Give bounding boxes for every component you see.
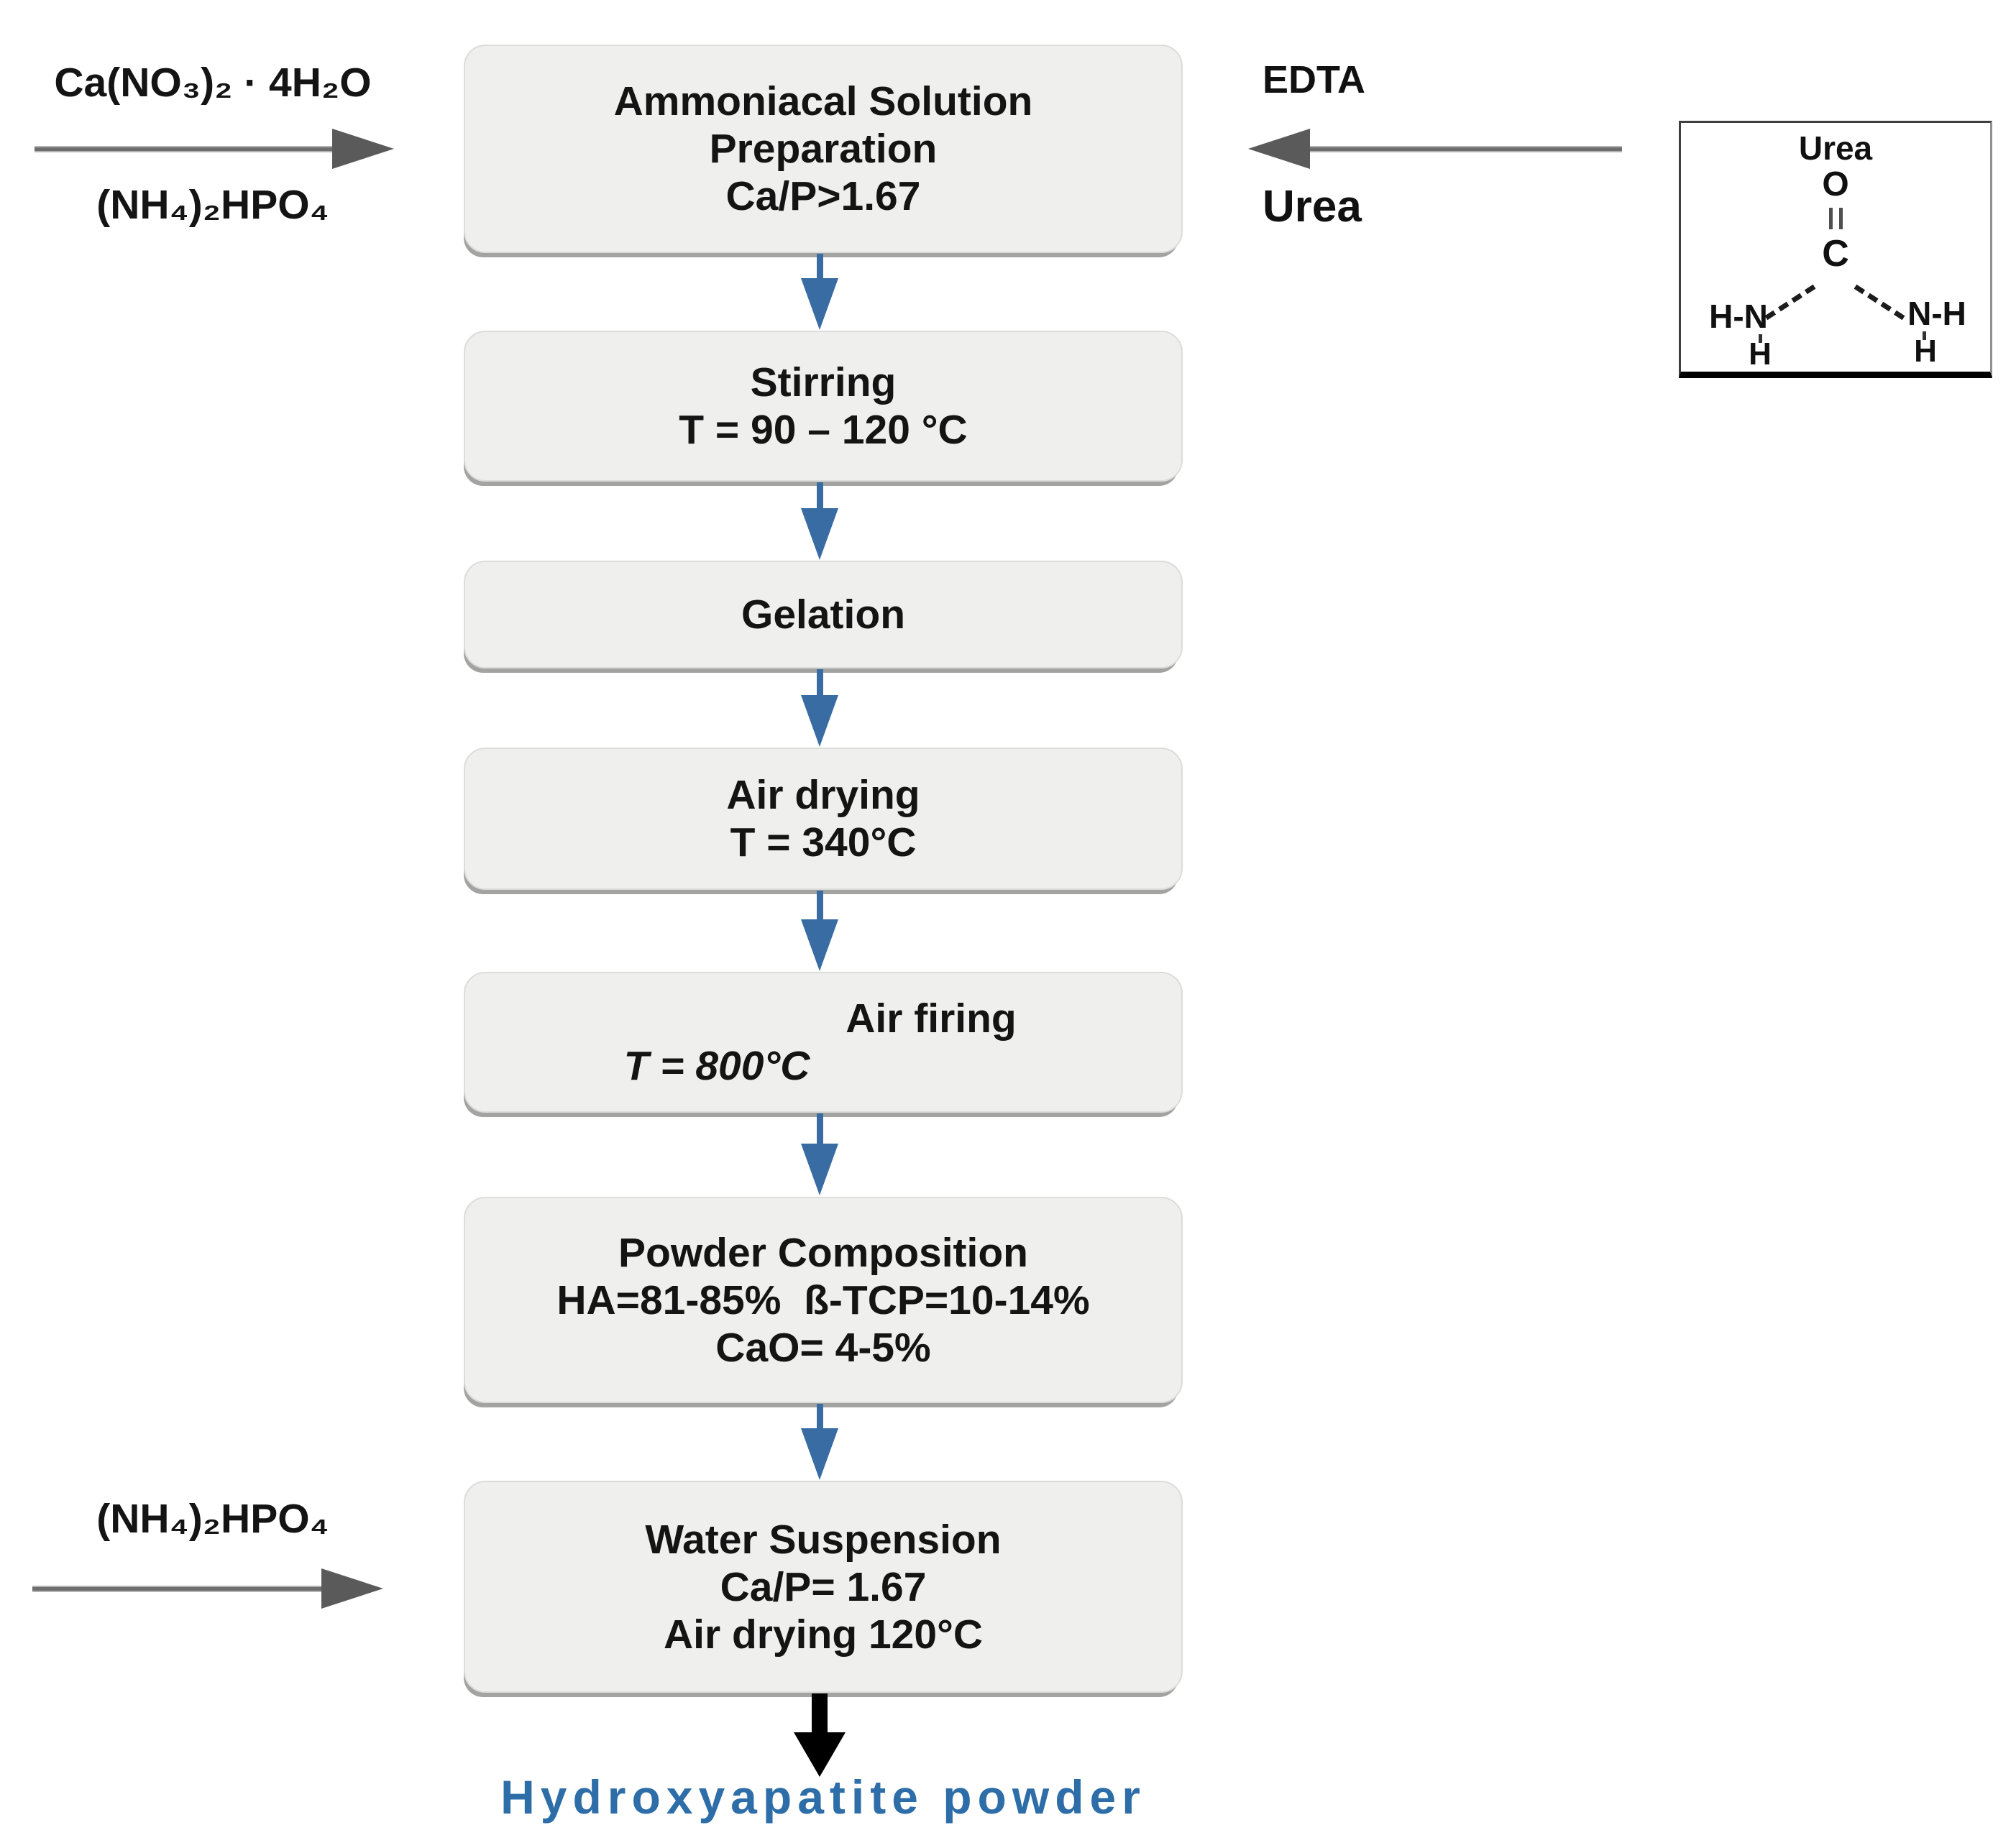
oxygen-atom: O [1822,165,1849,203]
step-text: Air drying 120°C [663,1611,984,1658]
step-text: Preparation [709,126,938,172]
reagent-label-urea: Urea [1263,182,1362,231]
carbon-atom: C [1822,233,1849,275]
arrow-shaft [812,1693,828,1732]
step-text: Ammoniacal Solution [613,78,1033,124]
step-text: T = 800°C [623,1043,810,1089]
step-text: T = 90 – 120 °C [679,407,968,453]
arrow-shaft [816,482,823,508]
step-text: T = 340°C [730,819,917,865]
step-text: Air drying [726,772,920,818]
reagent-label-ammonium-phosphate-bottom: (NH₄)₂HPO₄ [96,1496,329,1542]
step-box-water-suspension: Water Suspension Ca/P= 1.67 Air drying 1… [464,1481,1183,1693]
urea-structure-box: Urea O C H-N N-H H H [1679,121,1992,378]
step-box-gelation: Gelation [464,561,1183,668]
step-text: Stirring [750,359,897,405]
arrow-head-left-icon [1248,129,1310,169]
arrow-shaft [816,1113,823,1144]
hydrogen-right: H [1914,334,1937,369]
hydrogen-left: H [1749,336,1772,372]
step-text: Powder Composition [618,1229,1028,1276]
arrow-head-down-icon [801,1428,838,1480]
arrow-head-down-icon [801,919,838,971]
reagent-arrow-top-left [35,129,394,169]
amine-group-right: N-H [1907,295,1966,332]
arrow-shaft [1310,145,1622,152]
step-text: Ca/P>1.67 [725,173,921,219]
arrow-shaft [816,1404,823,1428]
arrow-head-down-icon [801,695,838,747]
arrow-shaft [816,891,823,919]
reagent-label-calcium-nitrate: Ca(NO₃)₂ · 4H₂O [54,60,372,106]
arrow-head-right-icon [332,129,394,169]
step-text: Water Suspension [645,1516,1002,1563]
step-text: Air firing [846,996,1017,1042]
reagent-arrow-bottom-left [32,1568,383,1609]
flow-arrow-2 [801,482,838,560]
n-h-bond-right [1923,331,1926,340]
amine-group-left: H-N [1709,298,1768,335]
step-box-stirring: Stirring T = 90 – 120 °C [464,331,1183,482]
reagent-label-edta: EDTA [1263,58,1365,101]
final-product-label: Hydroxyapatite powder [500,1770,1146,1824]
flow-arrow-3 [801,669,838,747]
step-box-air-firing: Air firing T = 800°C [464,972,1183,1113]
reagent-label-ammonium-phosphate-top: (NH₄)₂HPO₄ [96,182,329,228]
arrow-head-down-icon [801,278,838,330]
arrow-head-right-icon [321,1568,383,1609]
arrow-shaft [816,669,823,695]
flow-arrow-4 [801,891,838,971]
arrow-shaft [816,254,823,278]
step-box-air-drying: Air drying T = 340°C [464,748,1183,890]
step-text: Gelation [741,592,906,638]
flow-arrow-6 [801,1404,838,1480]
arrow-head-down-icon [794,1732,846,1777]
double-bond [1681,208,1990,229]
bond-stroke [1838,208,1843,229]
step-box-ammoniacal-solution: Ammoniacal Solution Preparation Ca/P>1.6… [464,45,1183,253]
urea-structure-title: Urea [1798,129,1873,167]
arrow-head-down-icon [801,1144,838,1195]
arrow-head-down-icon [801,508,838,560]
reagent-arrow-edta-urea [1248,129,1622,169]
bond-stroke [1828,208,1833,229]
n-h-bond-left [1759,334,1762,343]
step-text: Ca/P= 1.67 [720,1563,927,1610]
step-text: HA=81-85% ß-TCP=10-14% [556,1277,1090,1323]
arrow-shaft [32,1585,321,1592]
step-text: CaO= 4-5% [715,1324,931,1371]
arrow-shaft [35,145,332,152]
flow-arrow-1 [801,254,838,330]
flow-arrow-5 [801,1113,838,1195]
final-product-arrow [794,1693,846,1777]
step-box-powder-composition: Powder Composition HA=81-85% ß-TCP=10-14… [464,1197,1183,1403]
